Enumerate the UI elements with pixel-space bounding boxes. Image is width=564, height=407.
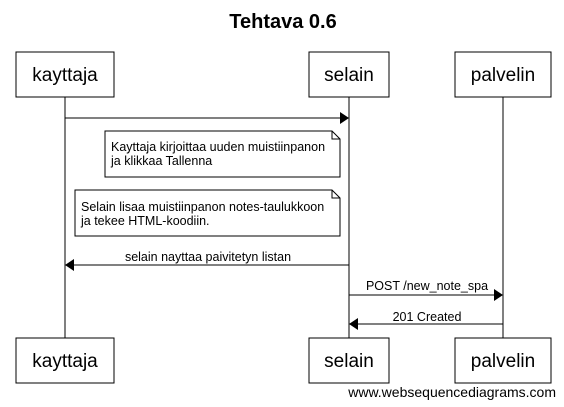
actor-label: kayttaja bbox=[32, 65, 98, 86]
actor-label: kayttaja bbox=[32, 351, 98, 372]
message-arrow: 201 Created bbox=[349, 310, 503, 330]
arrowhead-right-icon bbox=[494, 289, 503, 301]
note-line: ja tekee HTML-koodiin. bbox=[80, 214, 210, 228]
diagram-title: Tehtava 0.6 bbox=[229, 11, 336, 33]
message-arrow: selain nayttaa paivitetyn listan bbox=[65, 250, 349, 271]
actor-box-bottom-selain[interactable]: selain bbox=[308, 337, 390, 384]
actor-label: selain bbox=[324, 351, 374, 372]
arrowhead-left-icon bbox=[65, 259, 74, 271]
message-arrow bbox=[65, 112, 349, 124]
actor-box-bottom-palvelin[interactable]: palvelin bbox=[454, 337, 552, 384]
watermark-link[interactable]: www.websequencediagrams.com bbox=[347, 384, 556, 400]
note-box: Kayttaja kirjoittaa uuden muistiinpanon … bbox=[104, 130, 341, 178]
note-box: Selain lisaa muistiinpanon notes-taulukk… bbox=[74, 189, 341, 237]
message-label: POST /new_note_spa bbox=[366, 279, 488, 293]
actor-box-top-palvelin[interactable]: palvelin bbox=[454, 51, 552, 98]
note-line: Kayttaja kirjoittaa uuden muistiinpanon bbox=[111, 140, 325, 154]
actor-box-top-selain[interactable]: selain bbox=[308, 51, 390, 98]
message-label: 201 Created bbox=[393, 310, 462, 324]
note-line: Selain lisaa muistiinpanon notes-taulukk… bbox=[81, 200, 324, 214]
actor-box-top-kayttaja[interactable]: kayttaja bbox=[15, 51, 115, 98]
actor-box-bottom-kayttaja[interactable]: kayttaja bbox=[15, 337, 115, 384]
actor-label: palvelin bbox=[471, 351, 535, 372]
note-line: ja klikkaa Tallenna bbox=[110, 154, 212, 168]
message-arrow: POST /new_note_spa bbox=[349, 279, 503, 301]
arrowhead-left-icon bbox=[349, 318, 358, 330]
actor-label: selain bbox=[324, 65, 374, 86]
arrowhead-right-icon bbox=[340, 112, 349, 124]
message-label: selain nayttaa paivitetyn listan bbox=[125, 250, 291, 264]
actor-label: palvelin bbox=[471, 65, 535, 86]
